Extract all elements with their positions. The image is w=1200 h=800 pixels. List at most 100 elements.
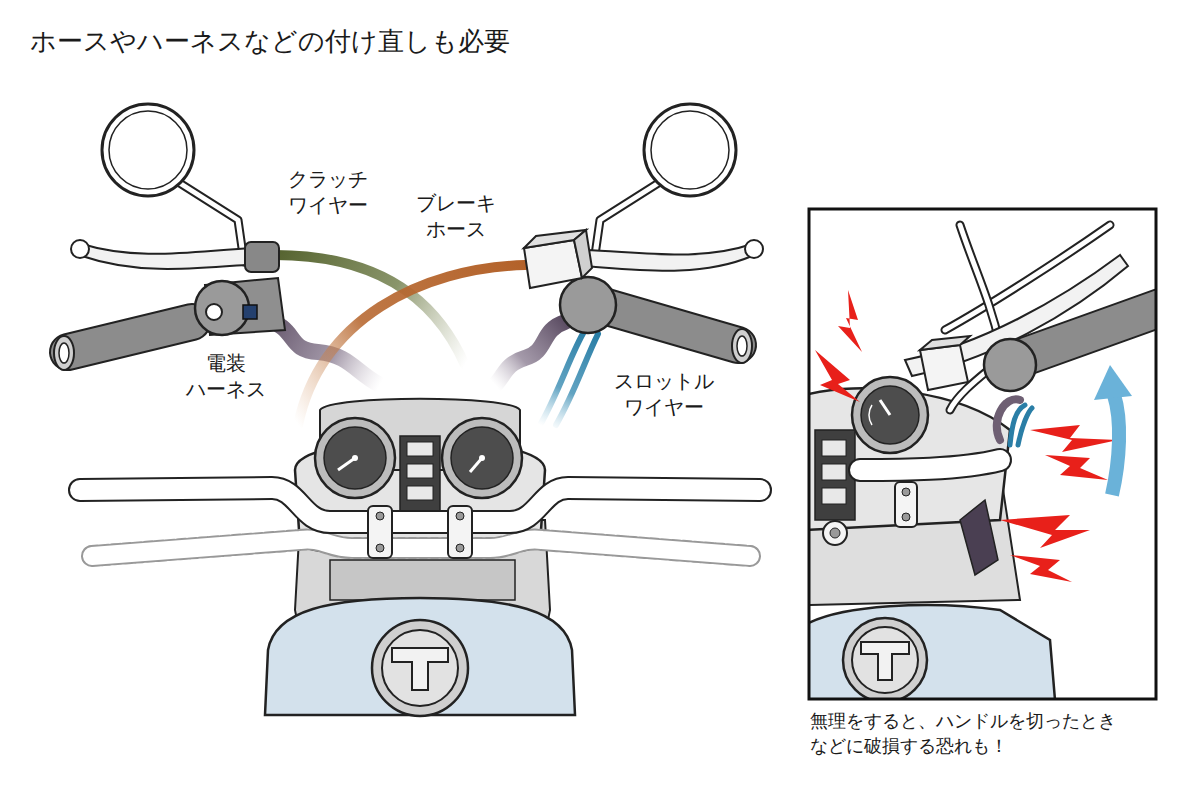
inset-panel-shape — [920, 345, 968, 390]
inset-panel-shape — [902, 488, 910, 496]
inset-caption: 無理をすると、ハンドルを切ったときなどに破損する恐れも！ — [810, 708, 1123, 758]
handlebar-clamps-shape — [456, 512, 464, 520]
turn-arrow-shape — [1094, 365, 1132, 400]
inset-panel-shape — [843, 618, 927, 698]
old-handlebar-shape — [92, 539, 750, 556]
inset-panel-shape — [960, 225, 1000, 345]
warning-bolts-shape — [1030, 425, 1118, 452]
meters-shape — [479, 455, 485, 461]
right-controls-shape — [574, 230, 592, 278]
handlebar-clamps-shape — [376, 512, 384, 520]
handlebar-clamps-shape — [456, 544, 464, 552]
inset-panel-shape — [984, 339, 1036, 391]
cables-shape — [495, 322, 565, 385]
inset-panel-shape — [960, 225, 1000, 345]
left-controls-shape — [195, 281, 249, 335]
meters-shape — [407, 442, 433, 456]
right-controls-shape — [582, 244, 752, 271]
right-controls-shape — [600, 305, 738, 345]
inset-panel-shape — [809, 209, 1156, 699]
fuel-tank-shape — [392, 648, 448, 690]
handlebar-clamps-shape — [376, 544, 384, 552]
left-mirror-shape — [109, 111, 187, 189]
figure-title: ホースやハーネスなどの付け直しも必要 — [30, 24, 510, 59]
frame-body-shape — [330, 560, 515, 600]
meters-shape — [407, 464, 433, 478]
part-label: スロットル ワイヤー — [614, 368, 714, 420]
warning-bolts-shape — [838, 290, 862, 352]
meters-shape — [451, 427, 513, 489]
fuel-tank-shape — [372, 620, 468, 716]
inset-panel-shape — [852, 627, 918, 693]
old-handlebar-shape — [92, 539, 750, 556]
inset-panel-shape — [852, 377, 928, 453]
part-label: クラッチ ワイヤー — [288, 166, 368, 218]
right-mirror-shape — [644, 104, 736, 196]
inset-panel-shape — [830, 528, 840, 538]
right-mirror — [594, 104, 736, 262]
old-handlebar — [92, 539, 750, 556]
new-handlebar-shape — [80, 488, 760, 522]
left-controls-shape — [243, 305, 257, 319]
left-controls — [54, 240, 285, 370]
right-controls-shape — [600, 305, 738, 345]
inset-panel-shape — [902, 513, 910, 521]
left-controls-shape — [68, 322, 192, 352]
turn-arrow — [1094, 365, 1132, 495]
handlebar-clamps — [368, 506, 472, 558]
inset-panel-shape — [810, 225, 1155, 698]
left-mirror-shape — [102, 104, 194, 196]
left-controls-shape — [82, 244, 258, 269]
fuel-tank — [265, 598, 575, 716]
inset-panel-shape — [860, 460, 1000, 470]
warning-bolts-shape — [1045, 455, 1108, 480]
new-handlebar — [80, 488, 760, 522]
meters — [315, 418, 522, 512]
fuel-tank-shape — [382, 630, 458, 706]
inset-panel-shape — [823, 521, 847, 545]
part-label: 電装 ハーネス — [186, 350, 266, 402]
inset-panel-shape — [869, 405, 872, 425]
inset-panel-shape — [880, 400, 890, 415]
warning-bolts-shape — [815, 350, 860, 402]
inset-panel-shape — [822, 440, 846, 456]
cables-shape — [556, 334, 598, 425]
left-mirror — [102, 104, 244, 262]
meters-shape — [315, 418, 395, 498]
right-controls-shape — [560, 277, 616, 333]
meters-shape — [442, 418, 522, 498]
fuel-tank-shape — [265, 598, 575, 715]
right-controls-shape — [745, 240, 763, 258]
new-handlebar-shape — [80, 488, 760, 522]
left-controls-shape — [206, 304, 222, 320]
inset-panel-shape — [861, 642, 909, 680]
right-controls — [524, 230, 763, 363]
meters-shape — [338, 458, 355, 470]
inset-panel-shape — [960, 500, 998, 575]
inset-panel-shape — [1018, 408, 1032, 445]
left-controls-shape — [68, 322, 192, 352]
inset-panel-shape — [822, 464, 846, 480]
handlebar-clamps-shape — [448, 506, 472, 558]
right-controls-shape — [737, 336, 747, 356]
inset-panel-shape — [815, 430, 855, 520]
part-label: ブレーキ ホース — [416, 190, 496, 242]
left-controls-shape — [59, 343, 69, 363]
inset-panel — [805, 209, 1160, 702]
inset-panel-shape — [1015, 308, 1155, 360]
warning-bolts-shape — [1000, 515, 1090, 548]
meters-shape — [352, 455, 358, 461]
inset-panel-shape — [822, 488, 846, 504]
cables-shape — [298, 265, 525, 425]
inset-panel-shape — [860, 460, 1000, 470]
left-controls-shape — [71, 240, 89, 258]
meters-shape — [407, 486, 433, 500]
inset-panel-shape — [895, 482, 917, 527]
warning-bolts-shape — [1010, 555, 1072, 582]
inset-panel-shape — [920, 336, 970, 350]
inset-panel-shape — [861, 386, 919, 444]
right-controls-shape — [732, 329, 752, 363]
inset-panel-shape — [1015, 308, 1155, 360]
